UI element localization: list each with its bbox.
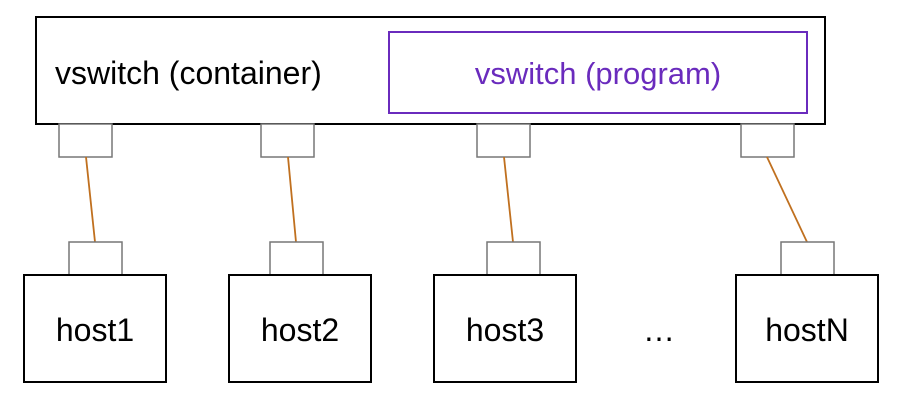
vswitch-program-box bbox=[388, 31, 808, 114]
switch-port-1 bbox=[58, 123, 113, 158]
link-3 bbox=[503, 156, 514, 243]
host-port-1 bbox=[68, 241, 123, 276]
links bbox=[85, 156, 808, 243]
host-n-label: hostN bbox=[765, 312, 849, 348]
vswitch-program: vswitch (program) bbox=[388, 31, 808, 114]
host-2-box bbox=[228, 274, 372, 383]
host-3-box bbox=[433, 274, 577, 383]
host-1-box bbox=[23, 274, 167, 383]
host-1-label: host1 bbox=[56, 312, 134, 348]
switch-ports bbox=[58, 123, 795, 158]
host-port-n bbox=[780, 241, 835, 276]
link-2 bbox=[287, 156, 297, 243]
vswitch-program-label: vswitch (program) bbox=[475, 56, 721, 91]
host-1: host1 bbox=[23, 274, 167, 383]
host-3: host3 bbox=[433, 274, 577, 383]
link-n bbox=[766, 156, 808, 243]
vswitch-container-label: vswitch (container) bbox=[55, 55, 322, 91]
switch-port-2 bbox=[260, 123, 315, 158]
switch-port-n bbox=[740, 123, 795, 158]
host-port-2 bbox=[269, 241, 324, 276]
host-ports bbox=[68, 241, 835, 276]
host-2: host2 bbox=[228, 274, 372, 383]
host-2-label: host2 bbox=[261, 312, 339, 348]
host-n-box bbox=[735, 274, 879, 383]
hosts-ellipsis: … bbox=[643, 312, 675, 348]
host-3-label: host3 bbox=[466, 312, 544, 348]
link-1 bbox=[85, 156, 96, 243]
switch-port-3 bbox=[476, 123, 531, 158]
host-port-3 bbox=[486, 241, 541, 276]
host-n: hostN bbox=[735, 274, 879, 383]
